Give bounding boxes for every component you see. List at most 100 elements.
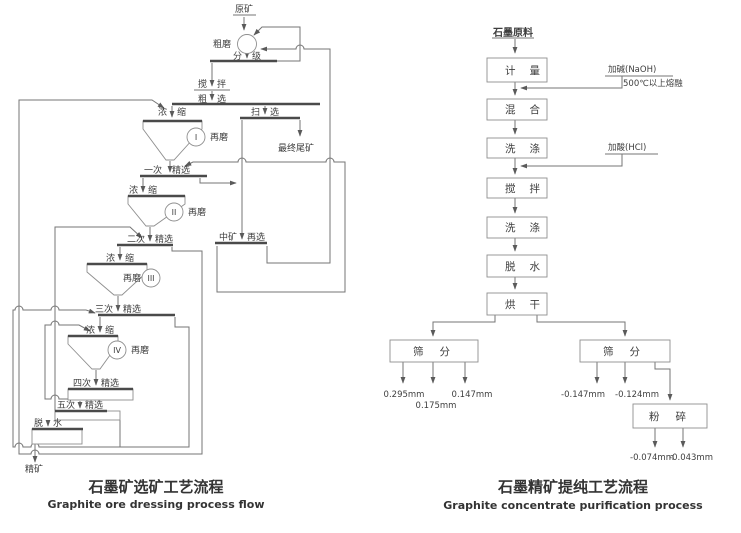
regrind4-circle — [107, 340, 127, 360]
middlings-label-l: 中矿 — [219, 231, 237, 243]
agitate-label-r: 拌 — [217, 78, 226, 90]
flow-line-clean1-tails-join — [199, 178, 237, 186]
return-loop-classifier-to-mill — [253, 26, 301, 62]
process-box-measure-label: 计量 — [505, 64, 554, 77]
right-chart-subtitle: Graphite concentrate purification proces… — [443, 499, 703, 512]
clean1-label-r: 精选 — [172, 164, 190, 176]
process-box-wash2-label: 洗涤 — [505, 221, 554, 234]
process-box-dewater — [486, 254, 548, 278]
thicken3-label-r: 缩 — [125, 252, 134, 264]
process-box-measure — [486, 57, 548, 83]
sieve1-box-label: 筛分 — [413, 345, 466, 358]
clean2-label-r: 精选 — [155, 233, 173, 245]
middlings-label-r: 再选 — [247, 231, 265, 243]
regrind4-number: IV — [113, 346, 121, 355]
crush-box — [632, 403, 708, 429]
left-chart-title: 石墨矿选矿工艺流程 — [87, 478, 223, 496]
flow-line-dry-to-sieve2 — [536, 315, 628, 337]
dewater-label-r: 水 — [53, 417, 62, 429]
regrind4-label: 再磨 — [131, 345, 149, 356]
regrind3-label: 再磨 — [123, 273, 141, 284]
agitate-label-l: 搅 — [198, 78, 207, 90]
process-box-wash2 — [486, 216, 548, 239]
sieve2-size1: -0.147mm — [561, 390, 605, 400]
crush-size1: -0.074mm — [630, 453, 674, 463]
purification-flowchart: 石墨原料 计量 混合 洗涤 搅拌 洗涤 脱水 烘干 加碱(NaOH) 500℃以… — [384, 26, 713, 512]
source-label: 石墨原料 — [492, 26, 533, 39]
clean4-label-r: 精选 — [101, 377, 119, 389]
regrind2-label: 再磨 — [188, 207, 206, 218]
alkali-feed-line — [520, 76, 623, 91]
ore-dressing-flowchart: 原矿 粗磨 分 级 搅 拌 粗 选 浓 缩 扫 选 I 再磨 最终尾矿 一次 精… — [12, 3, 346, 511]
scavenge-label-l: 扫 — [251, 106, 260, 118]
concentrate-label: 精矿 — [25, 463, 43, 475]
dewater-label-l: 脱 — [34, 417, 43, 429]
thicken1-label-r: 缩 — [177, 106, 186, 118]
sieve2-size2: -0.124mm — [615, 390, 659, 400]
sieve1-size1: 0.295mm — [384, 390, 425, 400]
clean5-label-l: 五次 — [57, 399, 75, 411]
classify-label-l: 分 — [233, 51, 242, 62]
clean4-cell-box — [67, 388, 134, 401]
thicken2-label-r: 缩 — [148, 184, 157, 196]
thicken1-label-l: 浓 — [158, 107, 167, 118]
rougher-label-l: 粗 — [198, 93, 207, 105]
process-box-mix-label: 混合 — [505, 103, 554, 116]
sieve1-box — [389, 339, 479, 363]
return-loop-middlings-to-clean1 — [184, 157, 346, 293]
clean4-label-l: 四次 — [73, 377, 91, 389]
sieve2-box — [579, 339, 671, 363]
process-box-dry-label: 烘干 — [505, 299, 554, 311]
sieve2-to-crush-line — [654, 362, 673, 401]
regrind3-number: III — [147, 274, 154, 283]
dewater-cell-box — [31, 428, 83, 445]
raw-ore-label: 原矿 — [235, 3, 253, 15]
regrind1-circle — [186, 127, 206, 147]
process-box-mix — [486, 98, 548, 121]
regrind3-circle — [141, 268, 161, 288]
process-box-wash1-label: 洗涤 — [505, 142, 554, 155]
acid-feed-line — [520, 154, 623, 169]
alkali-note: 500℃以上熔融 — [623, 78, 683, 89]
return-loop-middlings-to-mill — [260, 44, 331, 264]
clean5-cell-box — [54, 410, 121, 421]
mill-label: 粗磨 — [213, 38, 231, 50]
clean2-label-l: 二次 — [127, 233, 145, 245]
sieve1-size3: 0.147mm — [452, 390, 493, 400]
sieve2-box-label: 筛分 — [603, 345, 656, 358]
sieve1-size2: 0.175mm — [416, 401, 457, 411]
thicken3-label-l: 浓 — [106, 253, 115, 264]
rougher-label-r: 选 — [217, 93, 226, 105]
process-box-wash1 — [486, 137, 548, 159]
thicken2-label-l: 浓 — [129, 185, 138, 196]
process-box-dewater-label: 脱水 — [505, 260, 554, 273]
clean3-label-r: 精选 — [123, 303, 141, 315]
regrind2-circle — [164, 202, 184, 222]
right-chart-title: 石墨精矿提纯工艺流程 — [497, 478, 648, 496]
return-loop-clean5-to-clean2 — [54, 226, 143, 421]
mill-circle — [237, 34, 257, 54]
acid-label: 加酸(HCl) — [608, 142, 646, 153]
clean3-label-l: 三次 — [95, 303, 113, 315]
process-box-dry — [486, 292, 548, 316]
clean1-label-l: 一次 — [144, 164, 162, 176]
flow-line-dry-to-sieve1 — [430, 315, 496, 337]
process-box-stir-label: 搅拌 — [505, 182, 554, 195]
regrind2-number: II — [172, 208, 177, 217]
return-loop-clean4-to-thickener4 — [44, 320, 91, 400]
left-chart-subtitle: Graphite ore dressing process flow — [48, 498, 265, 511]
thicken4-label-r: 缩 — [105, 324, 114, 336]
thicken4-label-l: 浓 — [86, 325, 95, 336]
alkali-label: 加碱(NaOH) — [608, 64, 656, 75]
process-box-stir — [486, 177, 548, 199]
return-loop-clean2-to-thickener1 — [18, 99, 203, 455]
crush-box-label: 粉碎 — [649, 410, 702, 423]
clean5-label-r: 精选 — [85, 399, 103, 411]
regrind1-label: 再磨 — [210, 132, 228, 143]
regrind1-number: I — [195, 133, 197, 142]
classify-label-r: 级 — [252, 50, 261, 62]
scavenge-label-r: 选 — [270, 106, 279, 118]
final-tailings-label: 最终尾矿 — [278, 142, 314, 154]
